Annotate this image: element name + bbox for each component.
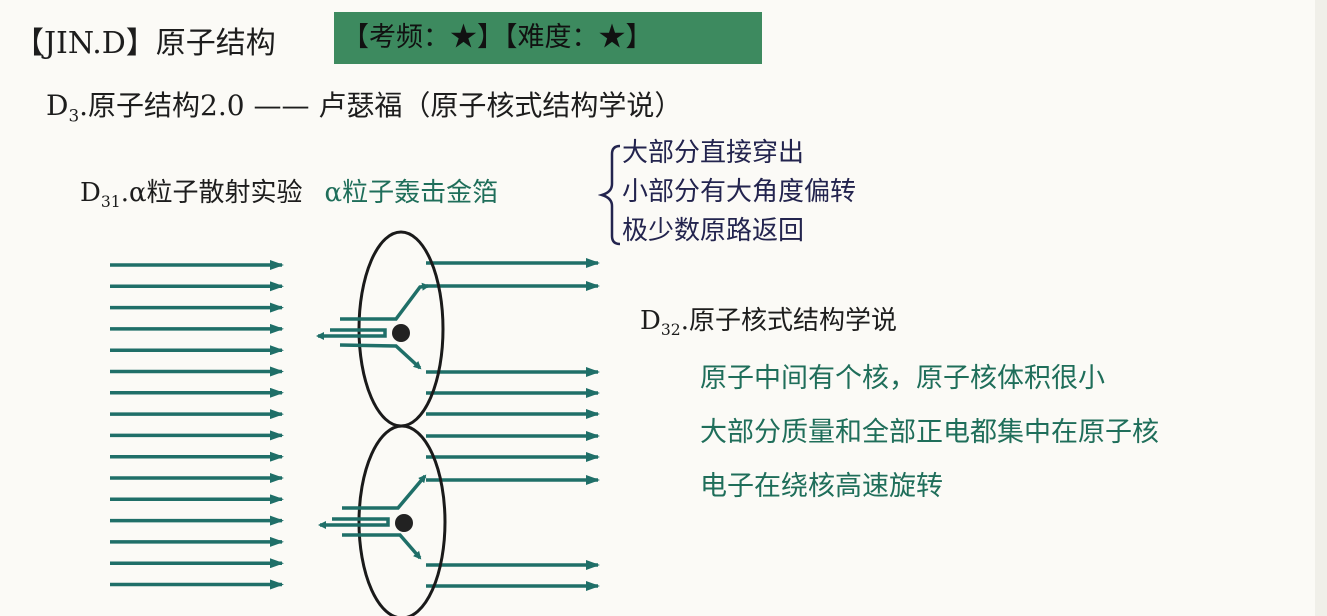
section-heading: D3.原子结构2.0 —— 卢瑟福（原子核式结构学说）: [46, 84, 682, 126]
incoming-alpha-beam: [110, 260, 284, 590]
theory-point: 大部分质量和全部正电都集中在原子核: [700, 417, 1159, 448]
brace-icon: [598, 144, 621, 246]
nucleus: [392, 324, 410, 342]
result-item: 大部分直接穿出: [622, 138, 805, 168]
section-prefix: D: [46, 89, 69, 122]
theory-points: 原子中间有个核，原子核体积很小 大部分质量和全部正电都集中在原子核 电子在绕核高…: [700, 352, 1159, 514]
theory-point: 电子在绕核高速旋转: [700, 471, 943, 502]
result-item: 小部分有大角度偏转: [622, 177, 857, 207]
experiment-heading: D31.α粒子散射实验 α粒子轰击金箔: [80, 172, 498, 211]
section-sub: 3: [68, 105, 80, 126]
page-edge: [1315, 0, 1327, 616]
theory-heading: D32.原子核式结构学说: [640, 300, 897, 339]
result-item: 极少数原路返回: [622, 216, 805, 246]
page-title: 【JIN.D】原子结构: [14, 26, 276, 61]
theory-point: 原子中间有个核，原子核体积很小: [700, 363, 1105, 394]
transmitted-beam: [426, 258, 600, 591]
section-title: .原子结构2.0 —— 卢瑟福（原子核式结构学说）: [79, 89, 683, 122]
experiment-sub: 31: [100, 193, 121, 212]
experiment-title: .α粒子散射实验: [120, 178, 303, 208]
deflected-paths: [316, 282, 430, 560]
experiment-results: 大部分直接穿出 小部分有大角度偏转 极少数原路返回: [622, 134, 856, 251]
theory-prefix: D: [640, 306, 661, 336]
theory-title: .原子核式结构学说: [680, 306, 897, 336]
nucleus: [395, 514, 413, 532]
theory-sub: 32: [660, 321, 681, 340]
experiment-action: α粒子轰击金箔: [324, 178, 499, 208]
atom-outline: [357, 424, 447, 616]
frequency-difficulty-badge: 【考频：★】【难度：★】: [334, 12, 762, 64]
experiment-prefix: D: [80, 178, 101, 208]
